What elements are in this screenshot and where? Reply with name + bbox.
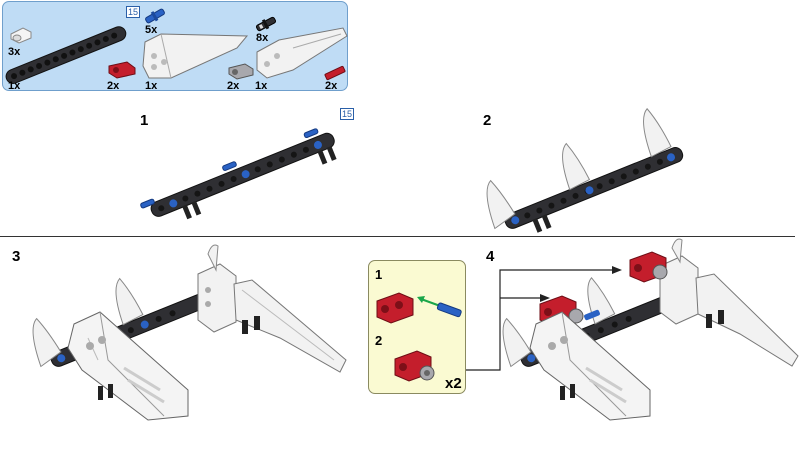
step-number: 4 bbox=[486, 248, 495, 265]
step-3-assembly-illustration bbox=[32, 244, 347, 421]
parts-list-panel: 15 3x 1x 5x 2x bbox=[2, 1, 348, 92]
qty-label: 1x bbox=[255, 80, 268, 92]
black-friction-pin-icon bbox=[255, 16, 277, 32]
step-number: 2 bbox=[483, 112, 492, 129]
step-1-assembly-illustration bbox=[140, 128, 337, 220]
sub-step-number: 2 bbox=[375, 333, 383, 348]
sub-step-2-illustration bbox=[394, 350, 435, 382]
beam-length-badge: 15 bbox=[340, 108, 355, 120]
qty-label: 5x bbox=[145, 24, 158, 36]
gray-connector-icon bbox=[228, 63, 254, 80]
red-axle-icon bbox=[324, 65, 346, 81]
qty-label: 3x bbox=[8, 46, 21, 58]
black-beam-15-icon bbox=[5, 26, 127, 84]
white-half-bush-icon bbox=[10, 27, 32, 44]
step-4-assembly-illustration bbox=[502, 238, 799, 421]
multiplier-label: x2 bbox=[445, 375, 462, 392]
red-connector-icon bbox=[108, 61, 136, 79]
callout-arrows bbox=[466, 266, 622, 371]
beam-length-badge: 15 bbox=[126, 6, 141, 18]
white-panel-right-icon bbox=[256, 27, 348, 79]
qty-label: 2x bbox=[107, 80, 120, 92]
sub-step-number: 1 bbox=[375, 267, 383, 282]
qty-label: 2x bbox=[227, 80, 240, 92]
step-2-assembly-illustration bbox=[486, 107, 684, 233]
step-number: 1 bbox=[140, 112, 149, 129]
section-divider bbox=[0, 236, 795, 237]
qty-label: 2x bbox=[325, 80, 338, 92]
sub-step-1-illustration bbox=[376, 292, 462, 324]
white-panel-left-icon bbox=[142, 33, 249, 79]
step-number: 3 bbox=[12, 248, 21, 265]
blue-axle-pin-icon bbox=[145, 8, 165, 24]
qty-label: 8x bbox=[256, 32, 269, 44]
qty-label: 1x bbox=[8, 80, 21, 92]
sub-assembly-callout: 1 2 x2 bbox=[368, 260, 466, 394]
qty-label: 1x bbox=[145, 80, 158, 92]
